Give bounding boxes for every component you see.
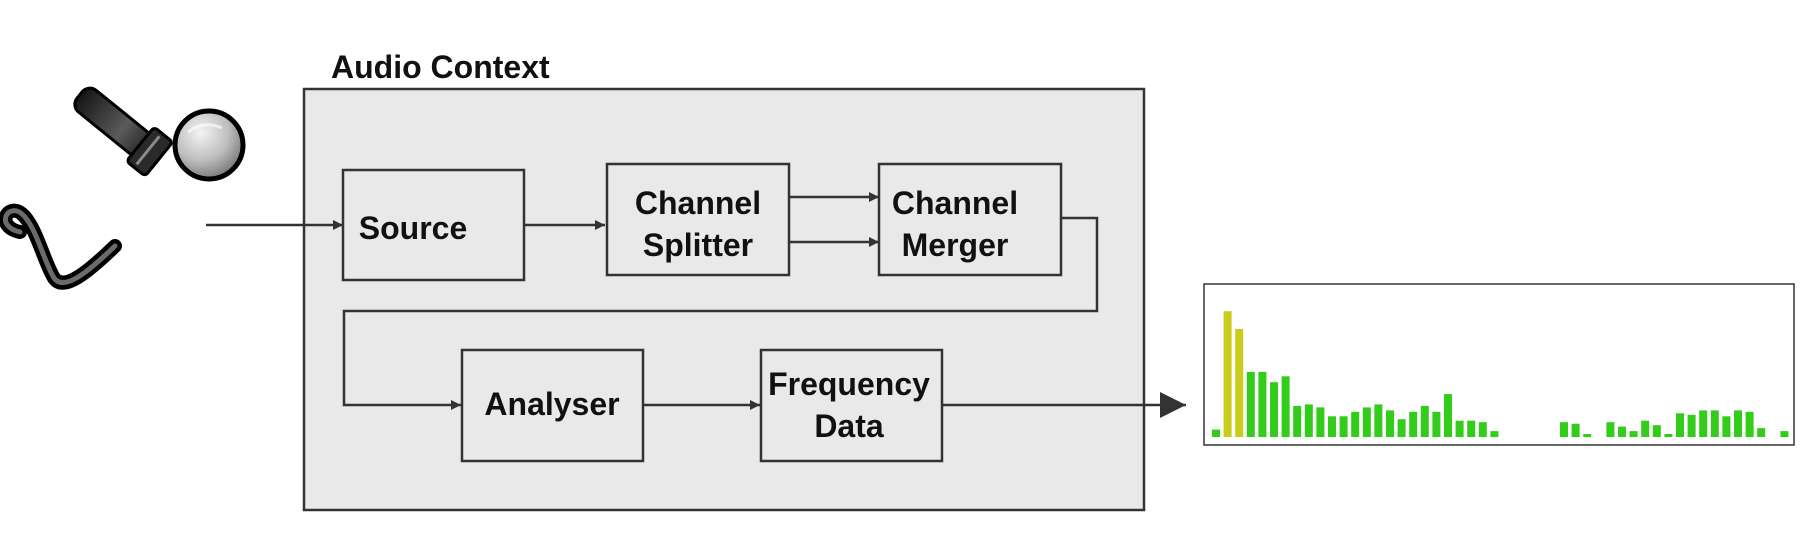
spectrum-bar — [1722, 416, 1731, 437]
spectrum-bar — [1571, 423, 1580, 437]
frequency-data-label-line-1: Frequency — [768, 366, 930, 402]
arrow-merger-to-analyser — [342, 216, 1099, 410]
spectrum-bar — [1293, 405, 1302, 437]
spectrum-bar — [1467, 420, 1476, 437]
spectrum-bar — [1444, 394, 1452, 437]
spectrum-bar — [1246, 371, 1255, 437]
spectrum-bar — [1583, 434, 1592, 437]
analyser-node: Analyser — [460, 348, 645, 463]
spectrum-bar — [1560, 422, 1568, 437]
spectrum-bar — [1397, 419, 1406, 437]
spectrum-bar — [1455, 420, 1464, 437]
spectrum-bar — [1212, 429, 1220, 437]
spectrum-visualizer — [1203, 283, 1795, 446]
spectrum-bar — [1316, 407, 1325, 437]
spectrum-bar — [1328, 416, 1336, 437]
spectrum-bar — [1641, 420, 1650, 437]
spectrum-bar — [1386, 410, 1394, 437]
spectrum-frame — [1203, 283, 1795, 446]
spectrum-bar — [1281, 376, 1290, 437]
spectrum-bar — [1258, 371, 1267, 437]
spectrum-bar — [1420, 405, 1429, 437]
spectrum-bar — [1362, 407, 1371, 437]
spectrum-bar — [1629, 431, 1638, 437]
spectrum-bar — [1270, 382, 1278, 437]
spectrum-bar — [1618, 426, 1626, 437]
channel-splitter-label-line-1: Channel — [635, 185, 761, 221]
frequency-data-node: Frequency Data — [759, 348, 944, 463]
channel-merger-label-line-2: Merger — [902, 227, 1009, 263]
microphone-icon — [0, 86, 246, 290]
audio-context-title: Audio Context — [331, 49, 550, 85]
spectrum-bar — [1687, 414, 1696, 437]
spectrum-bar — [1606, 422, 1615, 437]
spectrum-bar — [1235, 329, 1244, 437]
spectrum-bar — [1710, 410, 1719, 437]
channel-merger-node: Channel Merger — [877, 162, 1063, 277]
spectrum-bar — [1409, 411, 1418, 437]
frequency-data-label-line-2: Data — [814, 408, 884, 444]
spectrum-bar — [1339, 416, 1348, 437]
spectrum-bar — [1432, 411, 1441, 437]
source-node-label: Source — [359, 210, 467, 246]
spectrum-bar — [1223, 311, 1232, 437]
channel-merger-label-line-1: Channel — [892, 185, 1018, 221]
audio-context-box — [302, 87, 1146, 512]
spectrum-bar — [1780, 431, 1789, 437]
spectrum-bar — [1699, 410, 1708, 437]
spectrum-bar — [1757, 428, 1766, 437]
channel-splitter-label-line-2: Splitter — [643, 227, 753, 263]
spectrum-bar — [1478, 422, 1487, 437]
spectrum-bar — [1676, 413, 1684, 437]
analyser-node-label: Analyser — [484, 386, 619, 422]
spectrum-bar — [1304, 404, 1313, 437]
spectrum-bar — [1664, 434, 1673, 437]
spectrum-bar — [1734, 410, 1742, 437]
spectrum-bar — [1351, 411, 1360, 437]
spectrum-bar — [1374, 404, 1383, 437]
spectrum-bar — [1745, 411, 1754, 437]
source-node: Source — [341, 168, 526, 282]
channel-splitter-node: Channel Splitter — [605, 162, 791, 277]
spectrum-bar — [1490, 431, 1499, 437]
spectrum-bars — [1212, 311, 1789, 437]
spectrum-bar — [1652, 425, 1661, 437]
